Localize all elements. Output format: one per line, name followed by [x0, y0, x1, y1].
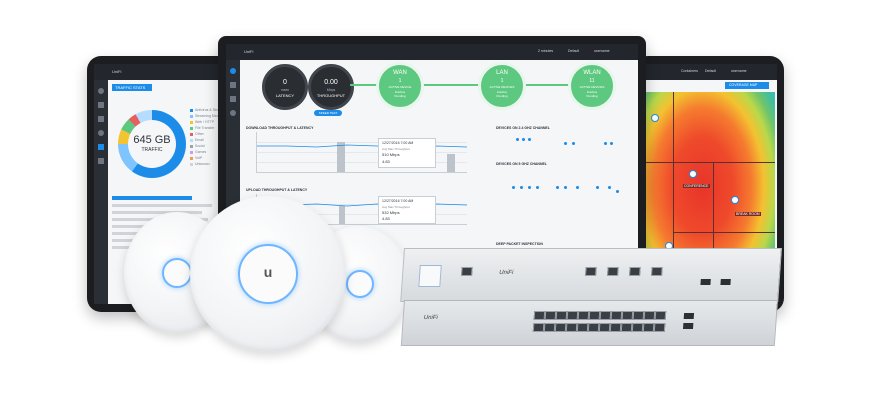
upload-chart-title: UPLOAD THROUGHPUT & LATENCY [246, 188, 308, 192]
ubiquiti-logo-icon: u [263, 264, 273, 280]
sidebar-icon-dashboard[interactable] [230, 68, 236, 74]
legend-item: Games [190, 150, 230, 156]
console-port-block [418, 265, 442, 287]
ap-led-ring [346, 270, 374, 298]
ethernet-port [585, 267, 597, 276]
topology-line [350, 84, 600, 86]
legend-item: Social [190, 144, 230, 150]
sfp-port [720, 279, 731, 285]
sidebar-icon-stats[interactable] [98, 144, 104, 150]
room-label: BREAK ROOM [735, 212, 761, 216]
legend-item: Web / HTTP [190, 120, 230, 126]
traffic-donut: 645 GB TRAFFIC [118, 110, 186, 178]
brand-label: UniFi [423, 315, 438, 321]
donut-value: 645 GB [133, 134, 171, 146]
ethernet-port [461, 267, 473, 276]
access-point-center: u [190, 196, 346, 352]
latency-gauge: 0 msec LATENCY [262, 64, 308, 110]
ethernet-port [629, 267, 641, 276]
brand-label: UniFi [499, 270, 514, 276]
legend-item: File Transfer [190, 126, 230, 132]
right-tablet-topbar: Containers Default username [641, 64, 777, 80]
sidebar-icon-devices[interactable] [98, 116, 104, 122]
network-switch: UniFi [400, 300, 778, 346]
sidebar-icon-dashboard[interactable] [98, 88, 104, 94]
ap-led-ring [162, 258, 192, 288]
channel-grid-5 [506, 170, 626, 210]
left-tablet-screen: UniFi TRAFFIC STATS 645 GB TRAFFIC Antiv… [94, 64, 230, 304]
wlan-node[interactable]: WLAN 11 ACTIVE DEVICES Inactive Pending [568, 62, 616, 110]
speed-test-button[interactable]: SPEED TEST [314, 110, 342, 116]
download-chart-title: DOWNLOAD THROUGHPUT & LATENCY [246, 126, 314, 130]
app-logo: UniFi [244, 49, 254, 54]
chart-bar [337, 142, 345, 172]
legend-item: Email [190, 138, 230, 144]
channel-panel-24: DEVICES ON 2.4 GHZ CHANNEL [496, 126, 550, 130]
donut-label: TRAFFIC [141, 147, 163, 153]
left-tablet-topbar: UniFi [94, 64, 230, 80]
sidebar-icon-insights[interactable] [98, 158, 104, 164]
coverage-map-button[interactable]: COVERAGE MAP [725, 82, 769, 89]
sidebar-icon-map[interactable] [230, 82, 236, 88]
sidebar-icon-clients[interactable] [230, 110, 236, 116]
ap-marker[interactable] [689, 170, 697, 178]
sfp-port [683, 313, 695, 319]
chart-bar [339, 206, 345, 224]
security-gateway: UniFi [400, 248, 782, 302]
ethernet-port [651, 267, 663, 276]
center-topbar: UniFi 2 minutes Default username [226, 44, 638, 60]
download-chart [256, 132, 467, 173]
sidebar-icon-devices[interactable] [230, 96, 236, 102]
throughput-gauge: 0.00 Mbps THROUGHPUT [308, 64, 354, 110]
header-range[interactable]: 2 minutes [538, 49, 554, 53]
room-label: CONFERENCE [683, 184, 710, 188]
legend-item: Unknown [190, 162, 230, 168]
download-tooltip: 12/27/2016 7:00 AM Avg Max Throughput 51… [378, 138, 436, 168]
chart-bar [447, 154, 455, 172]
upload-tooltip: 12/27/2016 7:00 AM Avg Max Throughput 53… [378, 196, 436, 224]
ap-marker[interactable] [651, 114, 659, 122]
dpi-title: DEEP PACKET INSPECTION [496, 242, 543, 246]
traffic-legend: Antivirus & Security Streaming Media Web… [190, 108, 230, 168]
legend-item: Antivirus & Security [190, 108, 230, 114]
sfp-port [682, 323, 694, 329]
ethernet-port [607, 267, 619, 276]
header-user[interactable]: username [594, 49, 610, 53]
legend-item: VoIP [190, 156, 230, 162]
sidebar-icon-clients[interactable] [98, 130, 104, 136]
legend-item: Other [190, 132, 230, 138]
ap-led-ring: u [238, 244, 298, 304]
channel-panel-5: DEVICES ON 5 GHZ CHANNEL [496, 162, 547, 166]
header-site[interactable]: Default [568, 49, 580, 53]
app-logo: UniFi [112, 69, 122, 74]
left-tablet: UniFi TRAFFIC STATS 645 GB TRAFFIC Antiv… [87, 56, 237, 312]
port-bank [532, 311, 669, 335]
sidebar-icon-map[interactable] [98, 102, 104, 108]
legend-item: Streaming Media [190, 114, 230, 120]
sfp-port [700, 279, 711, 285]
left-tablet-sidebar [94, 80, 108, 304]
traffic-stats-tab[interactable]: TRAFFIC STATS [112, 84, 152, 91]
lan-node[interactable]: LAN 1 ACTIVE DEVICES Inactive Pending [478, 62, 526, 110]
ap-marker[interactable] [731, 196, 739, 204]
wan-node[interactable]: WAN 1 ACTIVE DEVICE Inactive Pending [376, 62, 424, 110]
channel-grid-24 [506, 134, 626, 156]
